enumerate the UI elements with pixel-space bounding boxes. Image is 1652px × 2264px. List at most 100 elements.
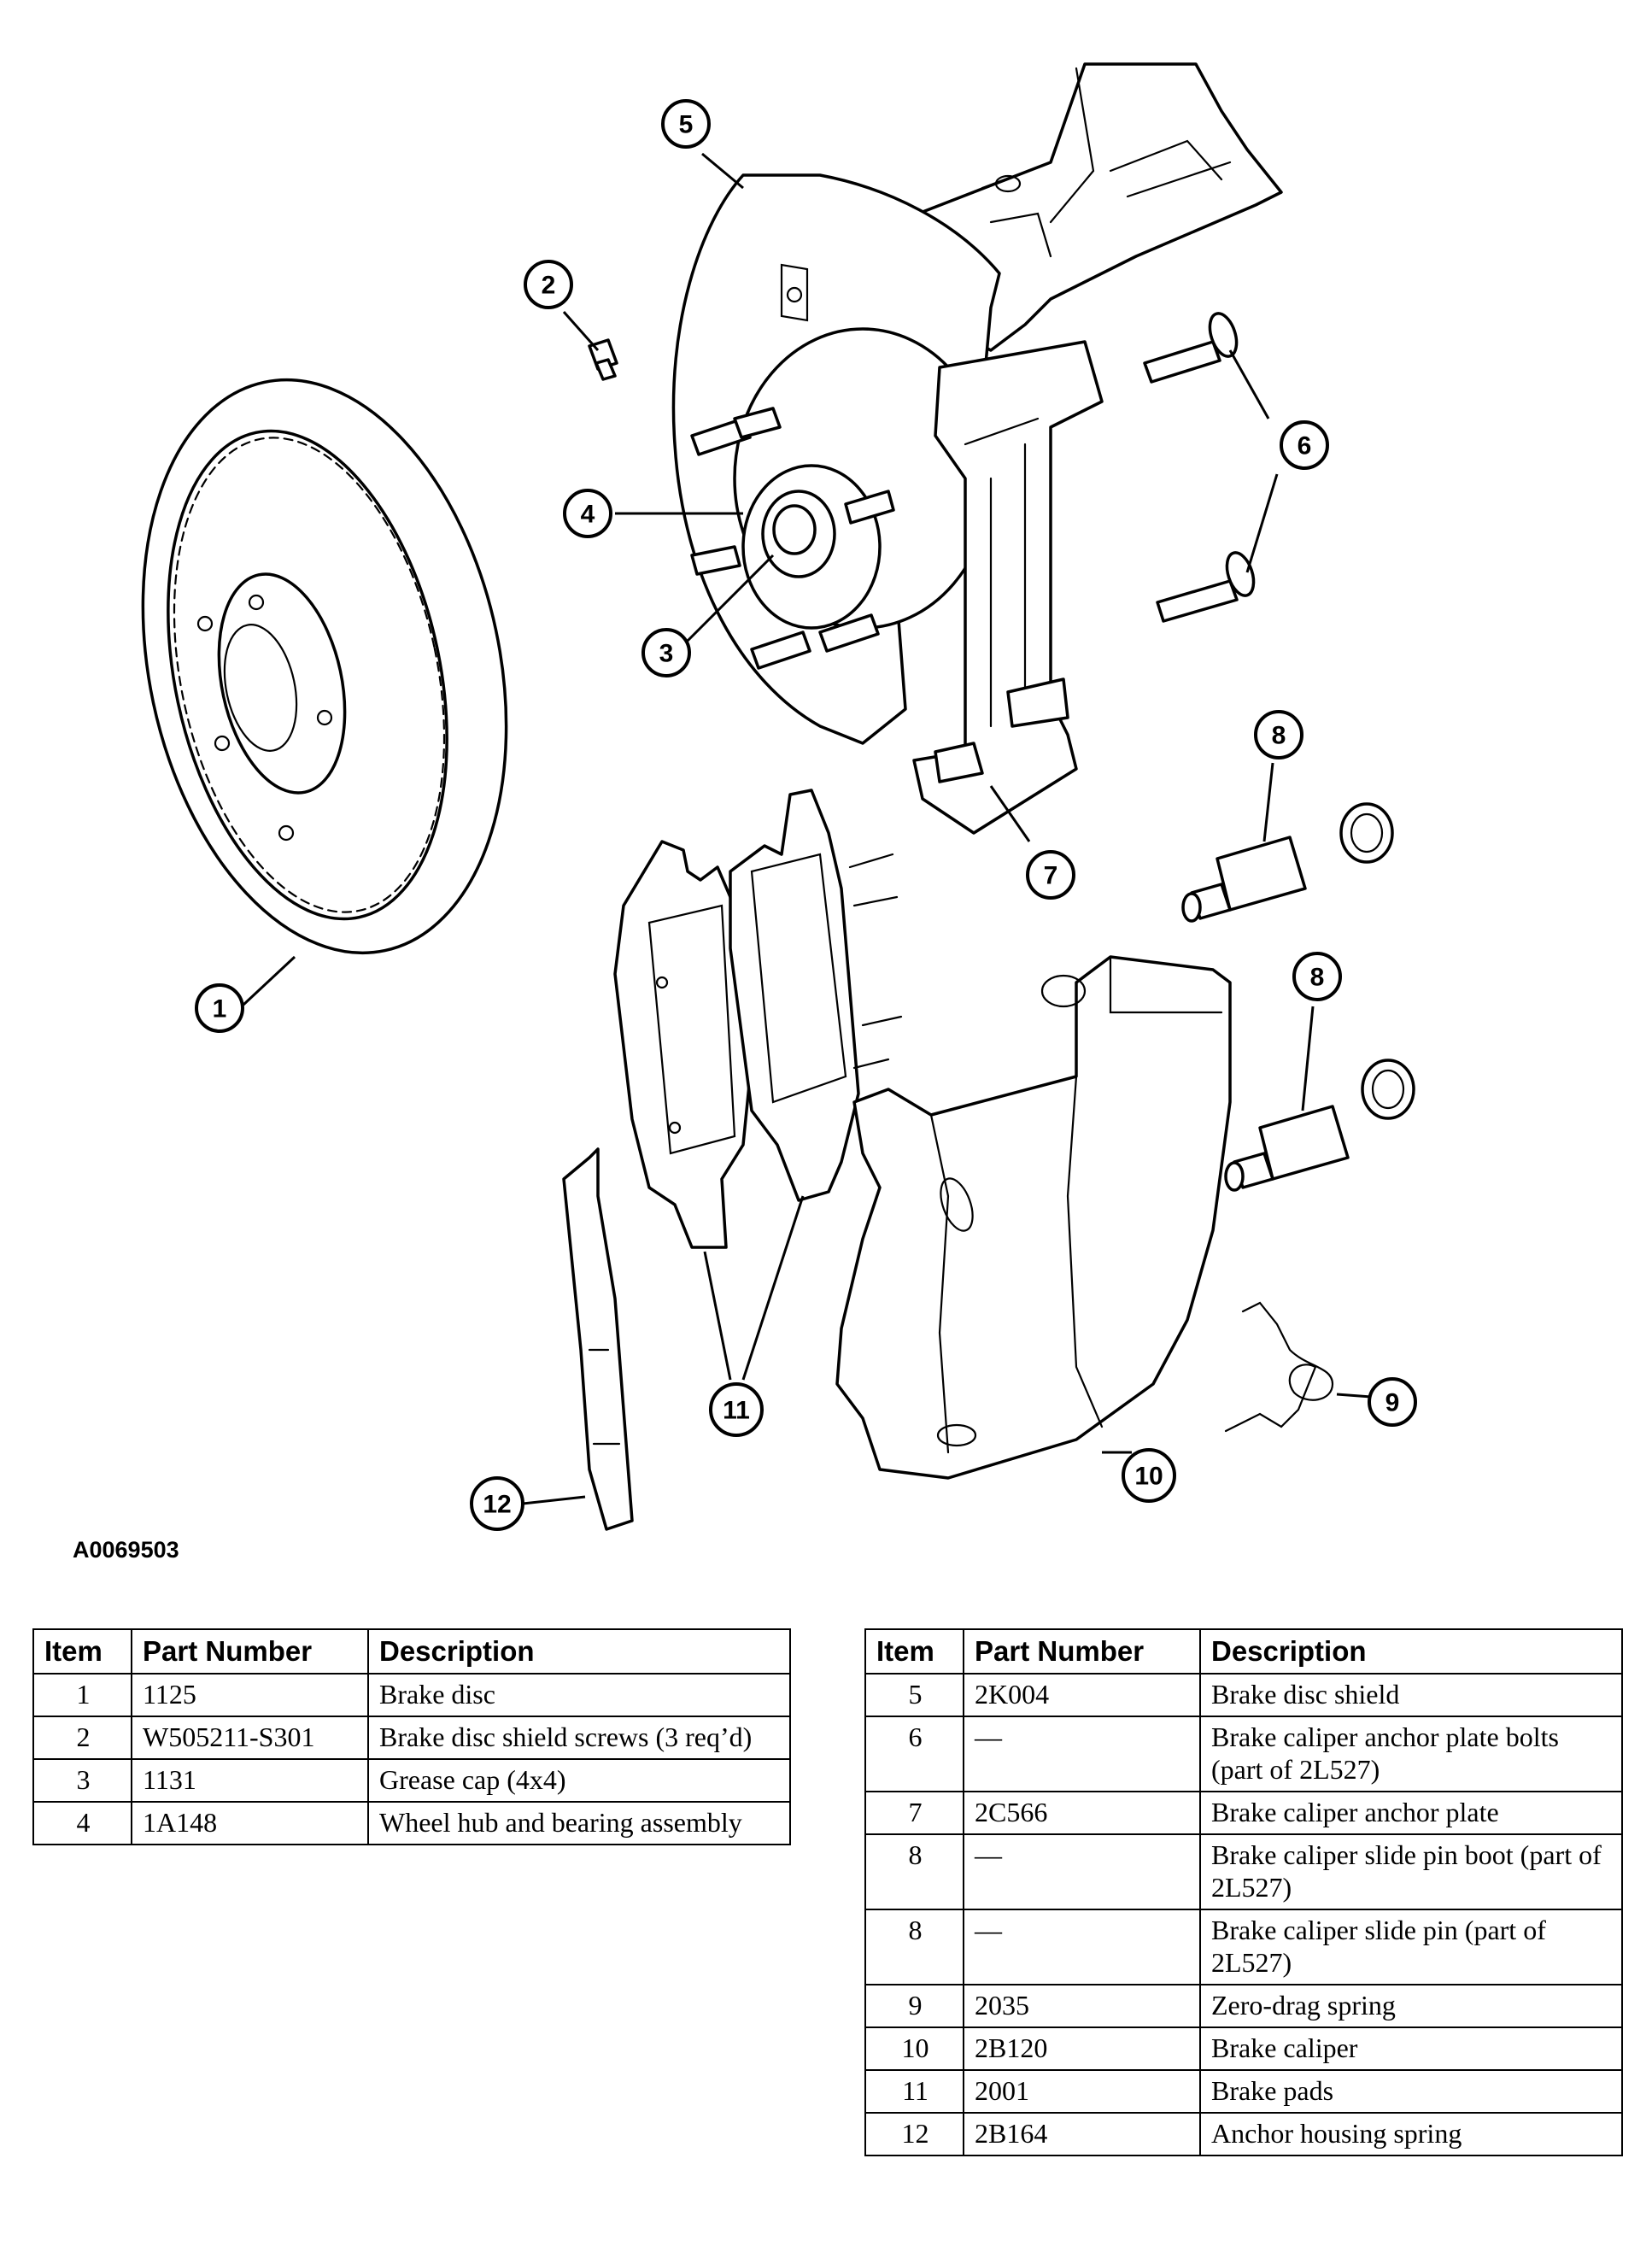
slide-pin-boot-upper-drawing [1339,802,1394,864]
item-cell: 11 [864,2069,964,2114]
slide-pin-boot-lower-drawing [1361,1059,1415,1120]
slide-pin-upper-drawing [1181,836,1307,923]
callout-3: 3 [641,628,691,677]
description-cell: Brake disc [367,1673,791,1717]
part-number-cell: 1131 [131,1758,369,1803]
callout-8-lower: 8 [1292,952,1342,1001]
part-number-cell: — [963,1833,1201,1910]
callout-8-upper: 8 [1254,710,1303,760]
description-cell: Brake caliper [1199,2026,1623,2071]
callout-10: 10 [1122,1448,1176,1503]
item-cell: 3 [32,1758,132,1803]
callout-7: 7 [1026,850,1075,900]
description-cell: Anchor housing spring [1199,2112,1623,2156]
part-number-cell: — [963,1716,1201,1792]
item-cell: 8 [864,1909,964,1985]
table-header-row: Item Part Number Description [864,1628,1623,1675]
callout-4: 4 [563,489,612,538]
brake-pad-inner-drawing [613,840,753,1249]
leader-5 [701,152,744,190]
table-row: 11 2001 Brake pads [864,2069,1623,2114]
slide-pin-lower-drawing [1224,1105,1350,1192]
leader-8a [1262,762,1274,842]
callout-9: 9 [1368,1377,1417,1427]
anchor-plate-drawing [912,340,1104,835]
leader-6a [1228,349,1270,419]
svg-text:10: 10 [1134,1463,1163,1491]
table-row: 5 2K004 Brake disc shield [864,1673,1623,1717]
description-cell: Brake disc shield [1199,1673,1623,1717]
callout-2: 2 [524,260,573,309]
description-cell: Wheel hub and bearing assembly [367,1801,791,1845]
part-number-cell: 2001 [963,2069,1201,2114]
svg-text:6: 6 [1298,432,1312,460]
item-cell: 10 [864,2026,964,2071]
leader-3 [686,554,775,642]
leader-6b [1245,473,1279,573]
leader-1 [242,955,296,1006]
svg-text:3: 3 [659,640,674,668]
header-description: Description [1199,1628,1623,1675]
exploded-brake-diagram: 1 2 3 4 5 6 7 8 [73,62,1417,1563]
figure-id: A0069503 [73,1537,179,1563]
leader-9 [1336,1393,1372,1399]
part-number-cell: 2B120 [963,2026,1201,2071]
anchor-plate-bolt-lower-drawing [1156,551,1256,623]
item-cell: 8 [864,1833,964,1910]
svg-text:4: 4 [581,501,595,529]
svg-text:2: 2 [542,272,556,300]
leader-11b [741,1195,805,1381]
table-row: 10 2B120 Brake caliper [864,2026,1623,2071]
svg-text:1: 1 [213,995,227,1023]
part-number-cell: 1125 [131,1673,369,1717]
table-row: 9 2035 Zero-drag spring [864,1984,1623,2028]
table-header-row: Item Part Number Description [32,1628,791,1675]
table-row: 8 — Brake caliper slide pin (part of 2L5… [864,1909,1623,1985]
zero-drag-spring-drawing [1224,1301,1334,1433]
description-cell: Brake caliper anchor plate bolts (part o… [1199,1716,1623,1792]
leader-11a [703,1251,732,1381]
callout-11: 11 [709,1382,764,1437]
description-cell: Brake disc shield screws (3 req’d) [367,1716,791,1760]
part-number-cell: 2C566 [963,1791,1201,1835]
header-part-number: Part Number [131,1628,369,1675]
parts-table-right: Item Part Number Description 5 2K004 Bra… [864,1628,1623,2156]
brake-disc-drawing [141,378,508,955]
description-cell: Brake caliper slide pin (part of 2L527) [1199,1909,1623,1985]
header-item: Item [32,1628,132,1675]
part-number-cell: — [963,1909,1201,1985]
description-cell: Brake caliper slide pin boot (part of 2L… [1199,1833,1623,1910]
item-cell: 7 [864,1791,964,1835]
svg-text:12: 12 [483,1491,511,1519]
part-number-cell: 2K004 [963,1673,1201,1717]
table-row: 8 — Brake caliper slide pin boot (part o… [864,1833,1623,1910]
parts-table-left: Item Part Number Description 1 1125 Brak… [32,1628,791,1845]
item-cell: 1 [32,1673,132,1717]
part-number-cell: 1A148 [131,1801,369,1845]
callout-5: 5 [661,99,711,149]
leader-7 [989,785,1031,842]
header-part-number: Part Number [963,1628,1201,1675]
svg-text:11: 11 [723,1397,750,1425]
anchor-plate-bolt-upper-drawing [1143,312,1239,384]
description-cell: Brake pads [1199,2069,1623,2114]
callout-12: 12 [470,1476,524,1531]
part-number-cell: 2035 [963,1984,1201,2028]
diagram-canvas: 1 2 3 4 5 6 7 8 [73,62,1417,1563]
table-row: 4 1A148 Wheel hub and bearing assembly [32,1801,791,1845]
description-cell: Brake caliper anchor plate [1199,1791,1623,1835]
wheel-hub-drawing [690,327,993,670]
header-description: Description [367,1628,791,1675]
table-row: 2 W505211-S301 Brake disc shield screws … [32,1716,791,1760]
item-cell: 9 [864,1984,964,2028]
callout-6: 6 [1280,420,1329,470]
svg-text:5: 5 [679,111,694,139]
table-row: 12 2B164 Anchor housing spring [864,2112,1623,2156]
description-cell: Grease cap (4x4) [367,1758,791,1803]
item-cell: 5 [864,1673,964,1717]
brake-pad-outer-drawing [729,789,903,1202]
callout-1: 1 [195,983,244,1033]
item-cell: 2 [32,1716,132,1760]
table-row: 6 — Brake caliper anchor plate bolts (pa… [864,1716,1623,1792]
description-cell: Zero-drag spring [1199,1984,1623,2028]
